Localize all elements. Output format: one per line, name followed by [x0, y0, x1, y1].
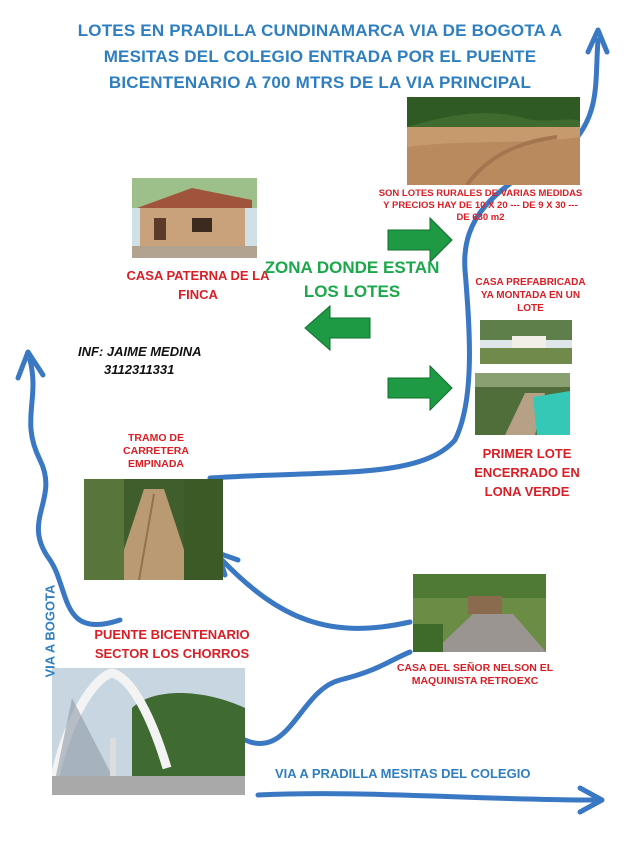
photo-tramo-carretera: [84, 479, 223, 580]
road-bridge-to-nelson: [242, 649, 413, 746]
photo-casa-nelson: [413, 574, 546, 652]
pradilla-arrow-head: [577, 785, 605, 815]
via-pradilla-label: VIA A PRADILLA MESITAS DEL COLEGIO: [275, 766, 531, 781]
contact-phone: 3112311331: [104, 362, 175, 377]
road-to-pradilla: [255, 791, 598, 803]
photo-casa-prefabricada: [480, 320, 572, 364]
photo-casa-paterna: [132, 178, 257, 258]
via-bogota-label: VIA A BOGOTA: [42, 584, 58, 678]
tramo-label: TRAMO DE CARRETERA EMPINADA: [123, 432, 189, 470]
green-arrow-left: [304, 304, 371, 352]
page-title: LOTES EN PRADILLA CUNDINAMARCA VIA DE BO…: [77, 21, 563, 92]
green-arrow-right-top: [387, 216, 453, 264]
bogota-arrow-head: [15, 349, 46, 381]
green-arrow-right-bottom: [387, 364, 453, 412]
photo-puente-bicentenario: [52, 668, 245, 795]
casa-prefabricada-label: CASA PREFABRICADA YA MONTADA EN UN LOTE: [475, 277, 586, 314]
primer-lote-label: PRIMER LOTE ENCERRADO EN LONA VERDE: [474, 446, 580, 499]
casa-paterna-label: CASA PATERNA DE LA FINCA: [126, 268, 270, 302]
top-right-arrow-head: [585, 27, 610, 55]
casa-nelson-label: CASA DEL SEÑOR NELSON EL MAQUINISTA RETR…: [396, 662, 554, 687]
road-tramo-to-nelson: [219, 557, 413, 631]
photo-primer-lote: [475, 373, 570, 435]
contact-name: INF: JAIME MEDINA: [78, 344, 202, 359]
road-to-lots: [207, 37, 601, 481]
lots-description: SON LOTES RURALES DE VARIAS MEDIDAS Y PR…: [378, 188, 583, 223]
photo-lots-field: [407, 97, 580, 185]
zone-label: ZONA DONDE ESTAN LOS LOTES: [264, 258, 440, 301]
road-to-bogota: [27, 357, 123, 628]
puente-label: PUENTE BICENTENARIO SECTOR LOS CHORROS: [94, 627, 250, 661]
